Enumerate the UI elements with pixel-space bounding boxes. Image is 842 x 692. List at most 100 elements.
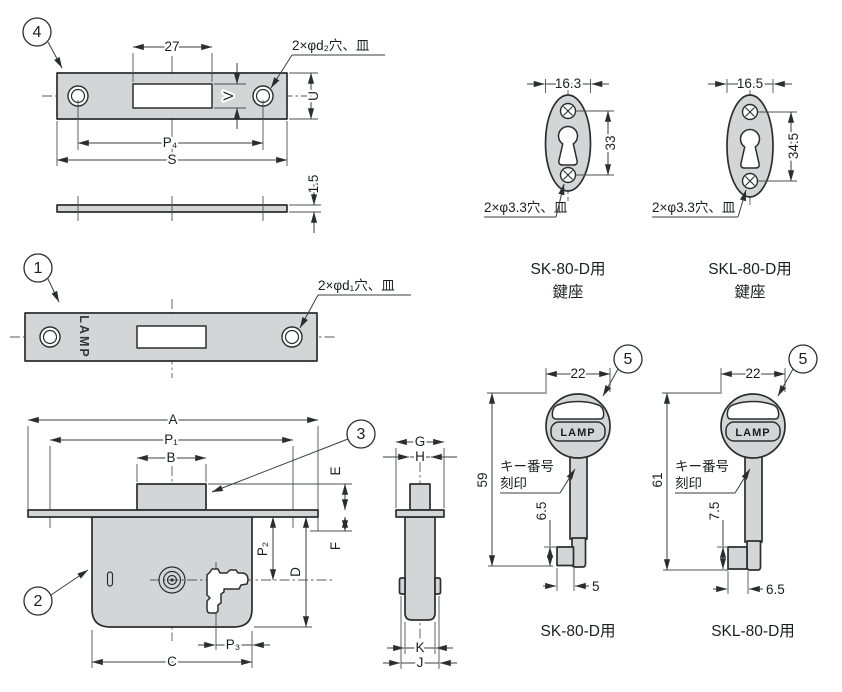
lock-body-view: A P₁ B P₂ D E F	[23, 410, 376, 671]
dim-bit-height: 6.5	[534, 502, 549, 521]
key-number-note-line1: キー番号	[675, 459, 729, 474]
dim-thickness: 1.5	[306, 175, 321, 194]
callout-number: 1	[34, 260, 43, 277]
leader-line	[737, 189, 747, 218]
dim-bit-height: 7.5	[707, 502, 722, 521]
dim-c: C	[167, 654, 177, 669]
lock-body-side-view: G H K J	[383, 432, 457, 672]
dim-p3: P₃	[226, 637, 241, 652]
key-number-note-line2: 刻印	[675, 476, 702, 491]
dim-p1: P₁	[164, 432, 178, 447]
callout-circle	[613, 344, 643, 374]
strike-plate-view: 27 2×φd₂穴、皿 V U P₄ S 4	[22, 17, 385, 233]
dim-p2: P₂	[255, 542, 270, 556]
callout-circle	[788, 344, 818, 374]
caption-model: SKL-80-D用	[708, 261, 792, 278]
dim-k: K	[415, 640, 424, 655]
keyhole-cutout	[206, 568, 249, 614]
callout-number: 5	[799, 351, 808, 368]
dim-hole-pitch: 34.5	[786, 133, 801, 159]
caption-model: SK-80-D用	[531, 261, 606, 278]
leader-line	[299, 294, 319, 329]
caption-part: 鍵座	[552, 283, 583, 301]
callout-leader	[47, 41, 63, 69]
dim-slot-width: 27	[164, 39, 179, 54]
leader-line	[559, 468, 576, 494]
key-shaft-tip	[746, 540, 762, 571]
callout-5: 5	[777, 344, 818, 397]
latch-housing	[136, 483, 207, 511]
brand-badge	[550, 421, 606, 442]
dim-width: 16.3	[555, 76, 581, 91]
key-bit	[556, 546, 575, 567]
key-head-slot	[726, 400, 780, 420]
dim-b: B	[166, 450, 175, 465]
dim-head-width: 22	[745, 366, 760, 381]
dim-p4: P₄	[163, 135, 178, 150]
hole-note: 2×φ3.3穴、皿	[652, 200, 735, 215]
brand-badge	[725, 421, 781, 442]
callout-circle	[23, 253, 53, 283]
dim-f: F	[328, 542, 343, 550]
dim-width: 16.5	[737, 76, 763, 91]
key-skl: 22 5 LAMP 61 キー番号 刻印 7.5 6.5 SKL-80-D用	[648, 344, 818, 640]
callout-3: 3	[211, 419, 376, 493]
callout-2: 2	[23, 569, 89, 616]
key-number-note-line2: 刻印	[500, 476, 527, 491]
screw-hole-inner	[42, 329, 58, 345]
strike-slot	[132, 83, 213, 109]
leader-line	[734, 468, 751, 494]
screw-cross	[745, 176, 755, 186]
latch-housing-side	[409, 483, 431, 511]
dim-d: D	[288, 567, 303, 577]
dim-hole-pitch: 33	[603, 135, 618, 150]
callout-number: 5	[624, 351, 633, 368]
key-shaft	[744, 449, 763, 543]
dim-h: H	[415, 449, 425, 464]
leader-line	[270, 54, 293, 89]
keyplate-sk: 16.3 33 2×φ3.3穴、皿 SK-80-D用 鍵座	[482, 74, 621, 301]
face-slot	[136, 325, 207, 349]
brand-stamp: LAMP	[560, 427, 595, 439]
callout-circle	[23, 586, 53, 616]
callout-leader	[777, 368, 794, 397]
callout-1: 1	[23, 253, 60, 303]
dim-length: 61	[650, 472, 665, 487]
hole-note: 2×φ3.3穴、皿	[484, 200, 567, 215]
leader-line	[555, 183, 565, 218]
key-shaft	[569, 449, 588, 540]
caption-model: SKL-80-D用	[711, 623, 795, 640]
callout-leader	[602, 368, 619, 397]
case-slot	[106, 571, 114, 587]
face-plate-view: LAMP 2×φd₁穴、皿 1	[10, 253, 411, 378]
key-number-note-line1: キー番号	[500, 459, 554, 474]
case-side-lug	[398, 577, 406, 595]
case-side	[404, 516, 436, 621]
dim-bit-width: 6.5	[766, 582, 785, 597]
dim-length: 59	[475, 472, 490, 487]
dim-g: G	[415, 434, 426, 449]
callout-leader	[211, 438, 349, 493]
keyhole	[557, 125, 579, 166]
dim-head-width: 22	[570, 366, 585, 381]
callout-number: 4	[33, 24, 42, 41]
brand-stamp: LAMP	[735, 427, 770, 439]
screw-cross	[745, 107, 755, 117]
brand-stamp: LAMP	[77, 315, 91, 358]
mounting-plate-side	[395, 509, 445, 518]
hole-note-d1: 2×φd₁穴、皿	[318, 278, 395, 293]
caption-model: SK-80-D用	[541, 623, 616, 640]
cylinder-center	[170, 578, 174, 582]
case-side-lug	[434, 577, 442, 595]
callout-number: 3	[357, 426, 366, 443]
callout-5: 5	[602, 344, 643, 397]
dim-j: J	[417, 655, 424, 670]
screw-hole-inner	[284, 329, 300, 345]
dim-u: U	[306, 91, 321, 101]
callout-circle	[346, 419, 376, 449]
mounting-plate	[27, 509, 319, 518]
cylinder-ring	[158, 566, 186, 594]
screw-cross	[563, 170, 573, 180]
